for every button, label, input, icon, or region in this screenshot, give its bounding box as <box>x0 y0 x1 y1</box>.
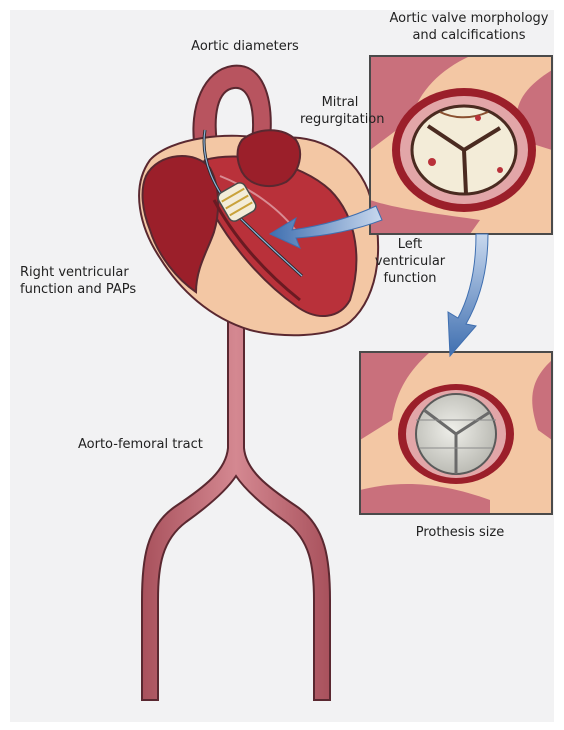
arrow-to-prosthesis <box>448 234 488 356</box>
label-aorto-femoral-tract: Aorto-femoral tract <box>78 436 203 453</box>
label-aortic-diameters: Aortic diameters <box>180 38 310 55</box>
label-left-ventricular-function: Left ventricular function <box>370 236 450 287</box>
label-aortic-valve-morphology: Aortic valve morphology and calcificatio… <box>376 10 562 44</box>
label-right-ventricular-function: Right ventricular function and PAPs <box>20 264 136 298</box>
aorto-femoral-vessel <box>142 320 330 700</box>
label-prothesis-size: Prothesis size <box>380 524 540 541</box>
label-mitral-regurgitation: Mitral regurgitation <box>300 94 380 128</box>
aortic-valve-inset <box>370 56 552 234</box>
prosthesis-inset <box>360 352 552 514</box>
